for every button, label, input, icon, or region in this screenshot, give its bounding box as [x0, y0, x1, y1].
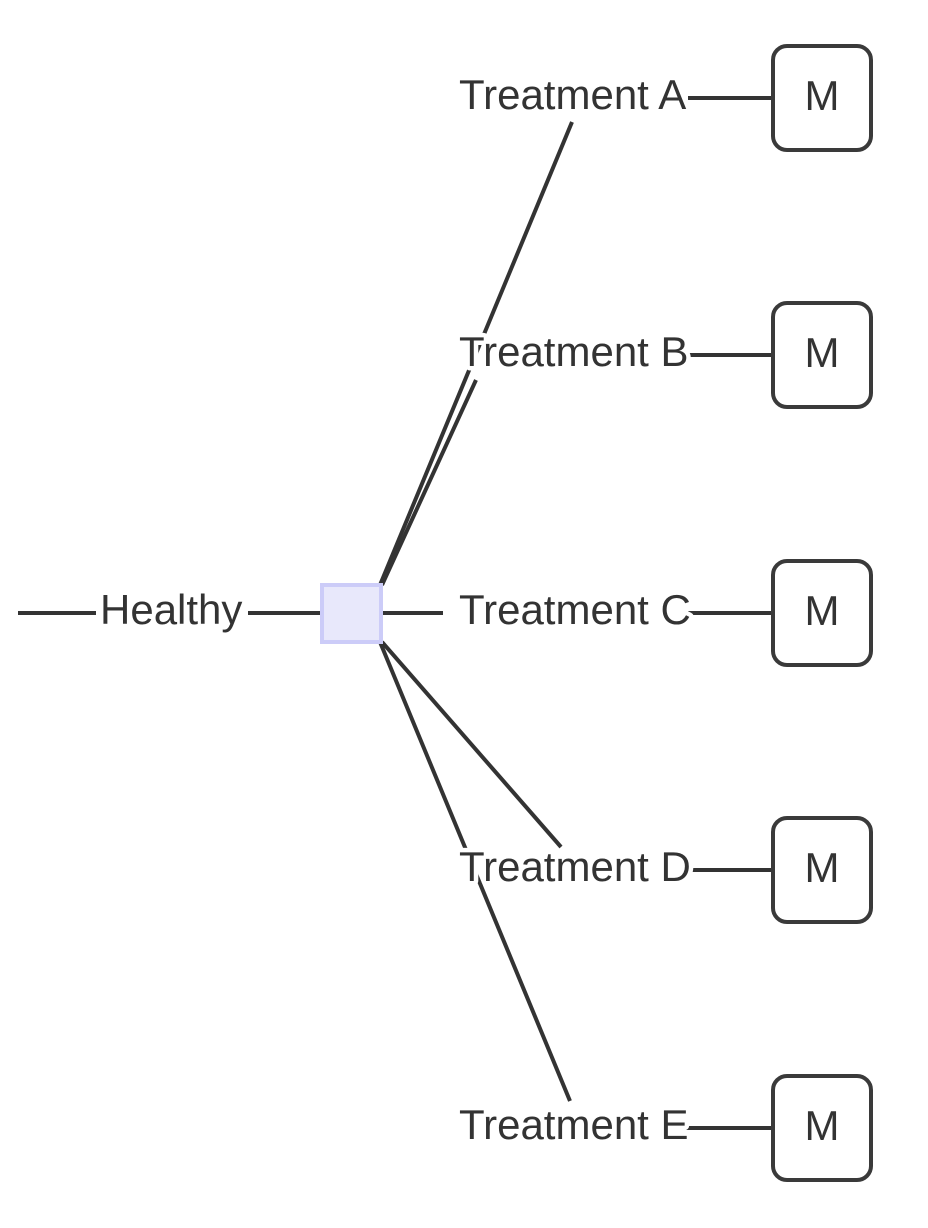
root-label-healthy[interactable]: Healthy: [100, 586, 242, 633]
branch-label-treatment-d[interactable]: Treatment D: [459, 843, 691, 890]
treatment-b-label-halo: Treatment B: [459, 328, 689, 375]
treatment-e-label-halo: Treatment E: [459, 1101, 689, 1148]
branch-label-treatment-b[interactable]: Treatment B: [459, 328, 689, 375]
branch-label-treatment-a[interactable]: Treatment A: [459, 71, 686, 118]
branch-label-treatment-c[interactable]: Treatment C: [459, 586, 691, 633]
branch-label-treatment-e[interactable]: Treatment E: [459, 1101, 689, 1148]
leaf-box-treatment-e[interactable]: [771, 1074, 873, 1182]
treatment-a-label-halo: Treatment A: [459, 71, 686, 118]
leaf-label-treatment-d: M: [805, 844, 840, 891]
leaf-label-treatment-a: M: [805, 72, 840, 119]
edge-hub-to-treatment-e: [378, 641, 572, 1102]
treatment-c-label-halo: Treatment C: [459, 586, 691, 633]
root-label-halo: Healthy: [100, 586, 242, 633]
leaf-box-treatment-c[interactable]: [771, 559, 873, 667]
leaf-label-treatment-b: M: [805, 329, 840, 376]
hub-node-square[interactable]: [320, 583, 383, 644]
edge-hub-to-treatment-b: [380, 379, 478, 586]
leaf-label-treatment-e: M: [805, 1102, 840, 1149]
leaf-box-treatment-b[interactable]: [771, 301, 873, 409]
leaf-box-treatment-d[interactable]: [771, 816, 873, 924]
treatment-d-label-halo: Treatment D: [459, 843, 691, 890]
leaf-label-treatment-c: M: [805, 587, 840, 634]
edge-hub-to-treatment-a: [378, 121, 574, 586]
edge-hub-to-treatment-d: [380, 640, 563, 849]
leaf-box-treatment-a[interactable]: [771, 44, 873, 152]
